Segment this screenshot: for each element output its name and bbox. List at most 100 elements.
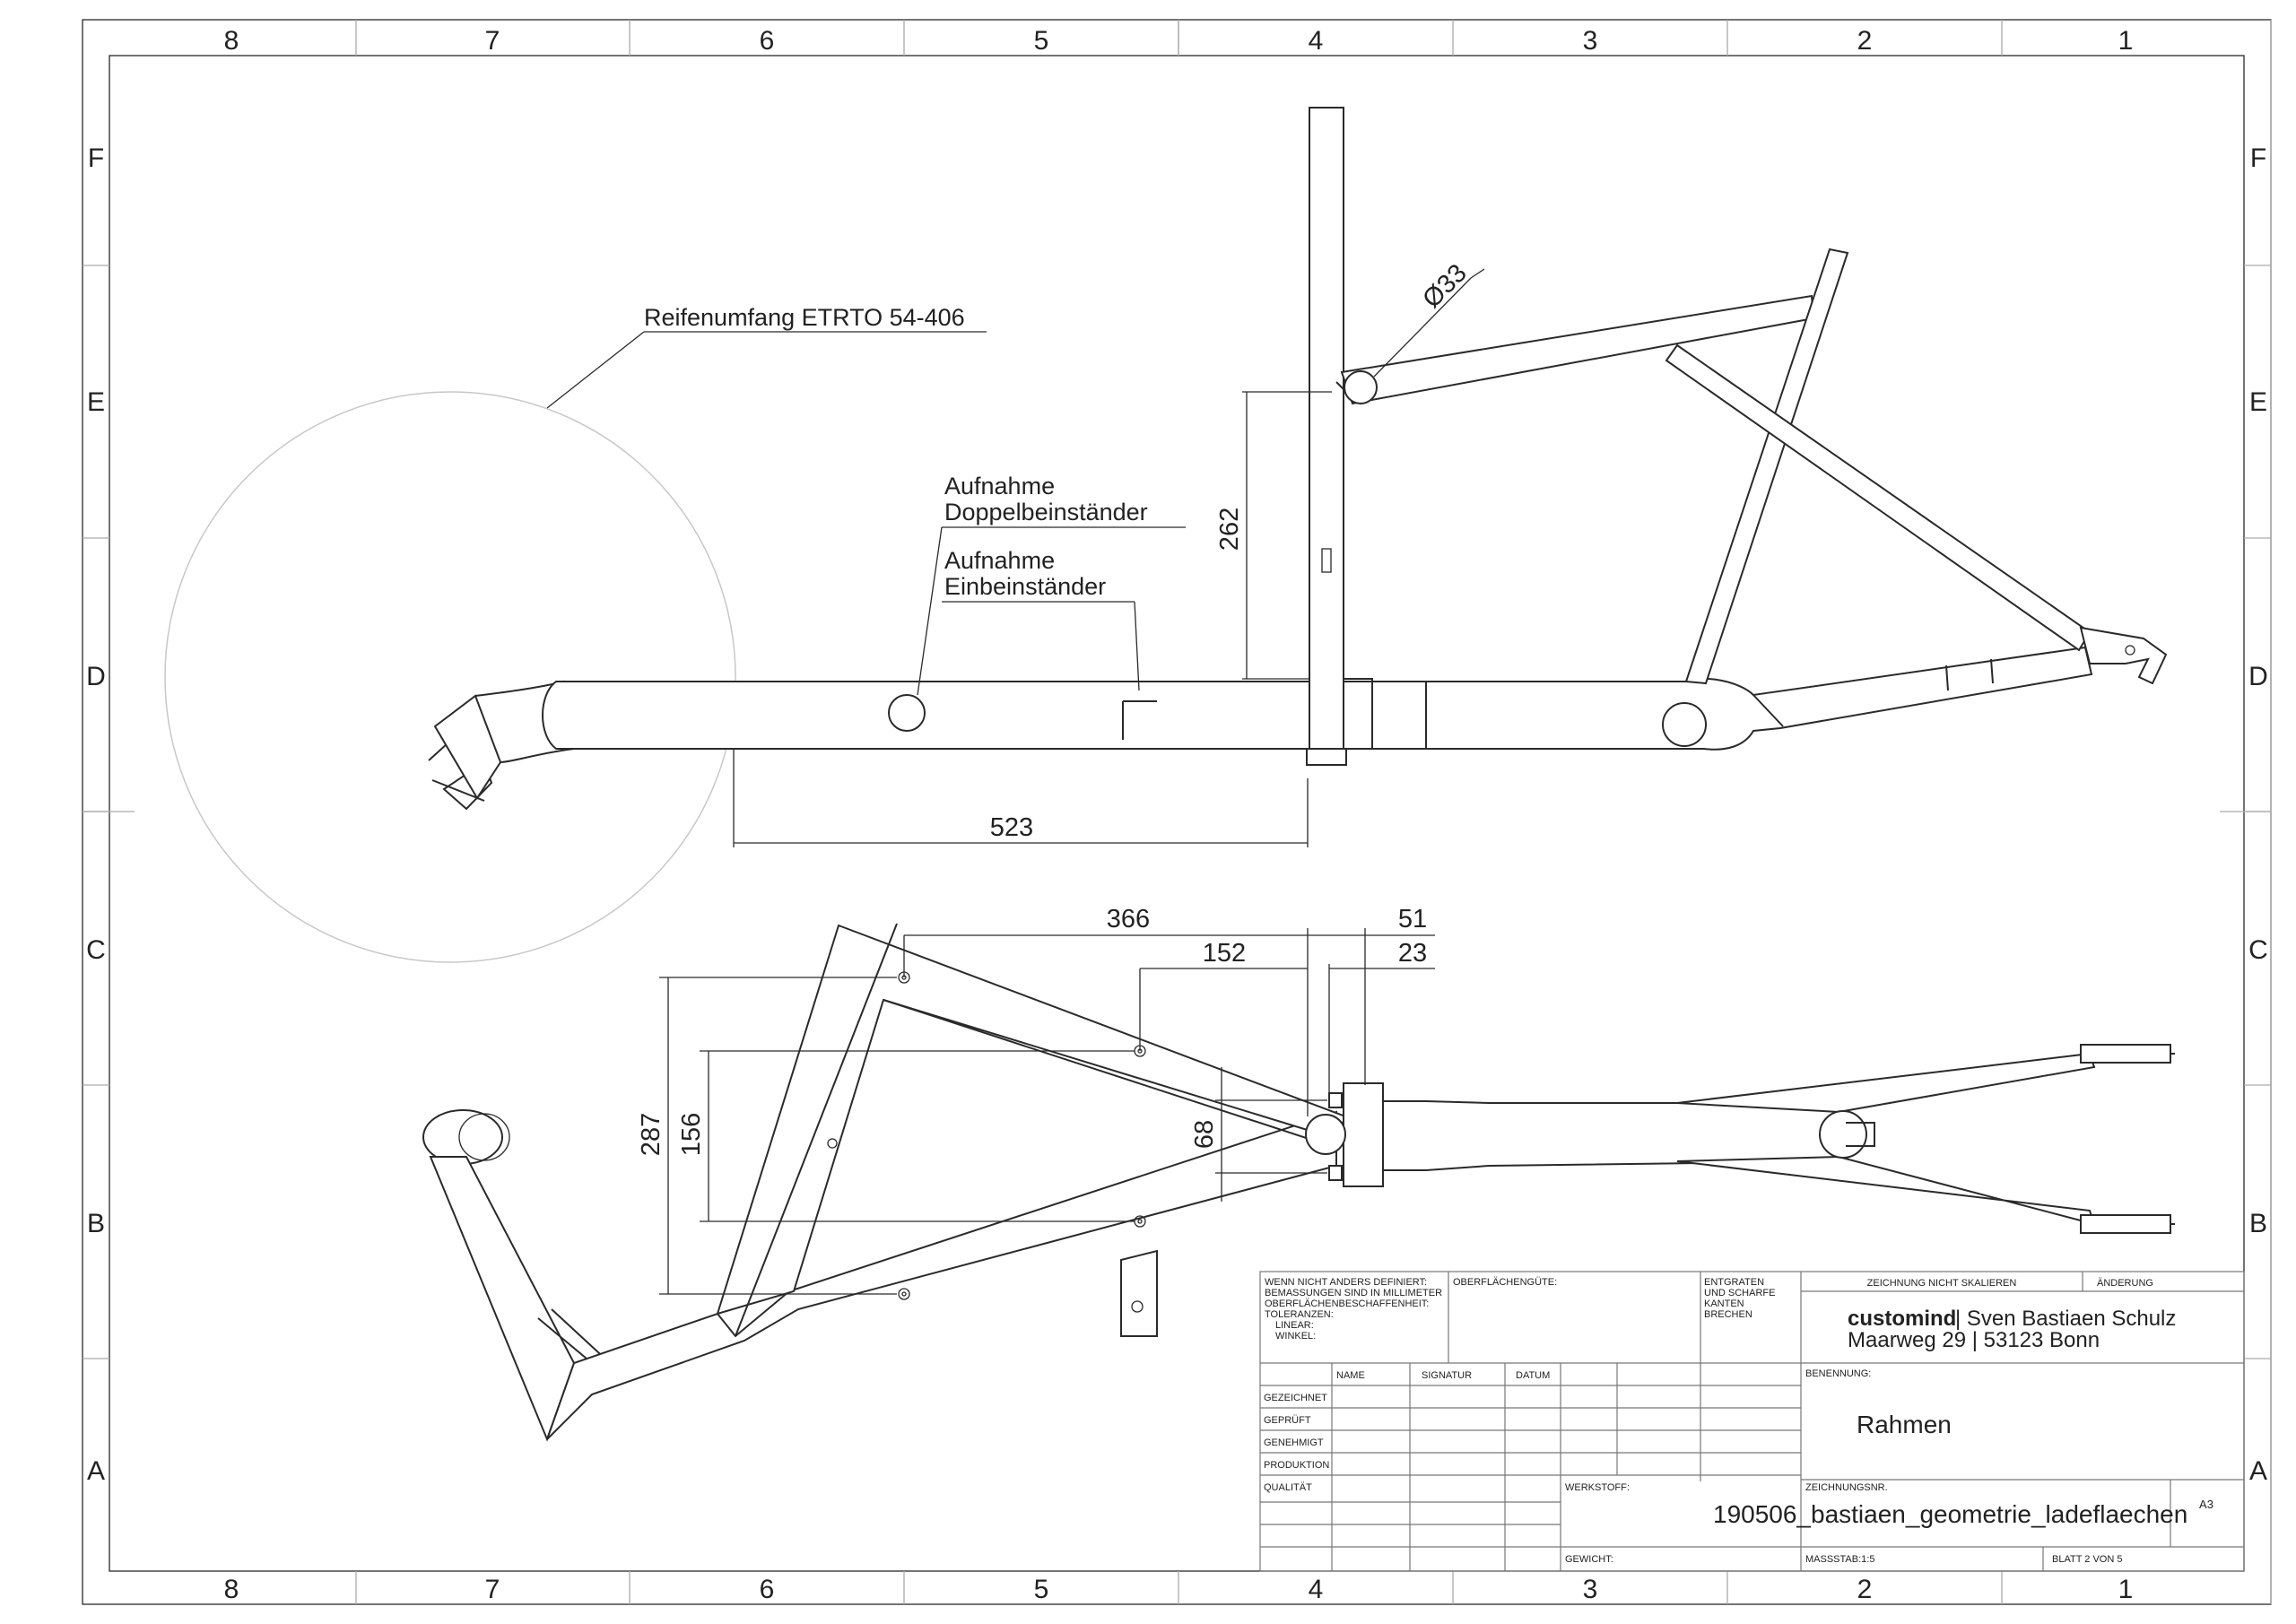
dim-287: 287 — [637, 1113, 665, 1156]
paper-format: A3 — [2199, 1498, 2213, 1511]
col-name: NAME — [1336, 1370, 1365, 1381]
zone-row-c: C — [86, 935, 106, 965]
zone-row-e-right: E — [2249, 387, 2267, 417]
bottom-bracket — [1662, 702, 1707, 747]
role-drawn: GEZEICHNET — [1264, 1393, 1327, 1403]
zone-col-3-bottom: 3 — [1583, 1575, 1598, 1604]
rear-axle — [1819, 1110, 1867, 1159]
dim-152: 152 — [1203, 939, 1246, 968]
dim-262: 262 — [1215, 508, 1244, 551]
side-view-dimensions: 262 523 Ø33 — [733, 259, 1485, 847]
note-line-1: WENN NICHT ANDERS DEFINIERT: — [1265, 1277, 1427, 1288]
sheet-frame — [82, 19, 2272, 1605]
single-stand-label-1: Aufnahme — [944, 547, 1055, 574]
scale-label: MASSSTAB:1:5 — [1805, 1554, 1874, 1565]
zone-row-b: B — [87, 1209, 105, 1238]
zone-col-7: 7 — [485, 26, 500, 56]
zone-col-5: 5 — [1034, 26, 1049, 56]
zone-col-1: 1 — [2118, 26, 2134, 56]
material-label: WERKSTOFF: — [1565, 1482, 1630, 1493]
annotations: Reifenumfang ETRTO 54-406 Aufnahme Doppe… — [546, 304, 1186, 696]
role-quality: QUALITÄT — [1264, 1482, 1312, 1493]
col-signature: SIGNATUR — [1422, 1370, 1472, 1381]
company-address: Maarweg 29 | 53123 Bonn — [1848, 1328, 2100, 1352]
dim-68: 68 — [1190, 1120, 1219, 1149]
note-line-2: BEMASSUNGEN SIND IN MILLIMETER — [1265, 1288, 1442, 1298]
role-checked: GEPRÜFT — [1264, 1415, 1311, 1426]
col-date: DATUM — [1516, 1370, 1550, 1381]
top-view-dimensions: 366 152 51 23 287 156 68 — [637, 905, 1435, 1295]
surface-label: OBERFLÄCHENGÜTE: — [1453, 1277, 1557, 1288]
double-stand-mount — [888, 694, 926, 732]
zone-labels: 8 7 6 5 4 3 2 1 8 7 6 5 4 3 2 1 F E D C … — [86, 26, 2268, 1604]
company-person: | Sven Bastiaen Schulz — [1955, 1307, 2176, 1331]
vertical-post — [1309, 107, 1344, 763]
lower-arm — [429, 1156, 576, 1442]
zone-col-4-bottom: 4 — [1309, 1575, 1324, 1604]
dim-51: 51 — [1398, 905, 1427, 934]
zone-col-1-bottom: 1 — [2118, 1575, 2134, 1604]
role-production: PRODUKTION — [1264, 1460, 1329, 1471]
lower-brace — [546, 1110, 1337, 1440]
zone-row-f: F — [88, 143, 104, 173]
deburr-2: UND SCHARFE — [1704, 1288, 1775, 1298]
deburr-4: BRECHEN — [1704, 1309, 1752, 1320]
rear-dropout — [2079, 626, 2168, 685]
role-approved: GENEHMIGT — [1264, 1437, 1324, 1448]
zone-col-8: 8 — [224, 26, 239, 56]
zone-row-b-right: B — [2249, 1209, 2267, 1238]
note-line-5: LINEAR: — [1275, 1320, 1314, 1331]
drawing-number: 190506_bastiaen_geometrie_ladeflaechen — [1713, 1500, 2187, 1528]
zone-col-6-bottom: 6 — [760, 1575, 775, 1604]
top-tube-head — [1344, 370, 1378, 404]
benennung-label: BENENNUNG: — [1805, 1368, 1871, 1379]
chain-stay-lower — [1676, 1155, 2096, 1226]
zone-col-3: 3 — [1583, 26, 1598, 56]
sheet-number: BLATT 2 VON 5 — [2052, 1554, 2122, 1565]
dim-366: 366 — [1107, 905, 1150, 934]
zone-col-2: 2 — [1857, 26, 1873, 56]
chain-stay-upper — [1676, 1052, 2096, 1114]
wheel-circumference — [164, 391, 736, 963]
main-tube — [542, 681, 1427, 750]
double-stand-label-1: Aufnahme — [944, 473, 1055, 499]
seat-tube — [1684, 248, 1849, 685]
zone-col-2-bottom: 2 — [1857, 1575, 1873, 1604]
seat-stay — [1665, 343, 2092, 652]
side-view — [164, 107, 2168, 963]
top-tube — [1340, 294, 1815, 405]
weight-label: GEWICHT: — [1565, 1554, 1613, 1565]
no-scale-note: ZEICHNUNG NICHT SKALIEREN — [1867, 1278, 2017, 1289]
zone-row-a: A — [87, 1456, 105, 1486]
center-hub — [1343, 1082, 1384, 1187]
zone-row-d: D — [86, 662, 106, 691]
zone-col-4: 4 — [1309, 26, 1324, 56]
zone-row-d-right: D — [2248, 662, 2268, 691]
note-line-3: OBERFLÄCHENBESCHAFFENHEIT: — [1265, 1298, 1429, 1309]
deburr-1: ENTGRATEN — [1704, 1277, 1764, 1288]
zone-col-7-bottom: 7 — [485, 1575, 500, 1604]
single-stand-mount — [1122, 700, 1157, 740]
note-line-4: TOLERANZEN: — [1265, 1309, 1334, 1320]
zone-col-8-bottom: 8 — [224, 1575, 239, 1604]
zone-row-f-right: F — [2250, 143, 2266, 173]
zone-col-5-bottom: 5 — [1034, 1575, 1049, 1604]
zone-row-a-right: A — [2249, 1456, 2267, 1486]
revision-label: ÄNDERUNG — [2097, 1278, 2153, 1289]
company-name: customind — [1848, 1307, 1956, 1331]
title-block: WENN NICHT ANDERS DEFINIERT: BEMASSUNGEN… — [1259, 1271, 2245, 1572]
zone-row-c-right: C — [2248, 935, 2268, 965]
tire-annotation: Reifenumfang ETRTO 54-406 — [644, 304, 965, 331]
top-view — [422, 923, 2175, 1442]
dim-156: 156 — [677, 1113, 706, 1156]
zone-row-e: E — [87, 387, 105, 417]
dim-23: 23 — [1398, 939, 1427, 968]
part-name: Rahmen — [1857, 1411, 1952, 1438]
single-stand-label-2: Einbeinständer — [944, 573, 1106, 600]
note-line-6: WINKEL: — [1275, 1331, 1316, 1342]
stand-bracket — [1120, 1249, 1158, 1337]
double-stand-label-2: Doppelbeinständer — [944, 499, 1148, 525]
deburr-3: KANTEN — [1704, 1298, 1744, 1309]
zone-col-6: 6 — [760, 26, 775, 56]
